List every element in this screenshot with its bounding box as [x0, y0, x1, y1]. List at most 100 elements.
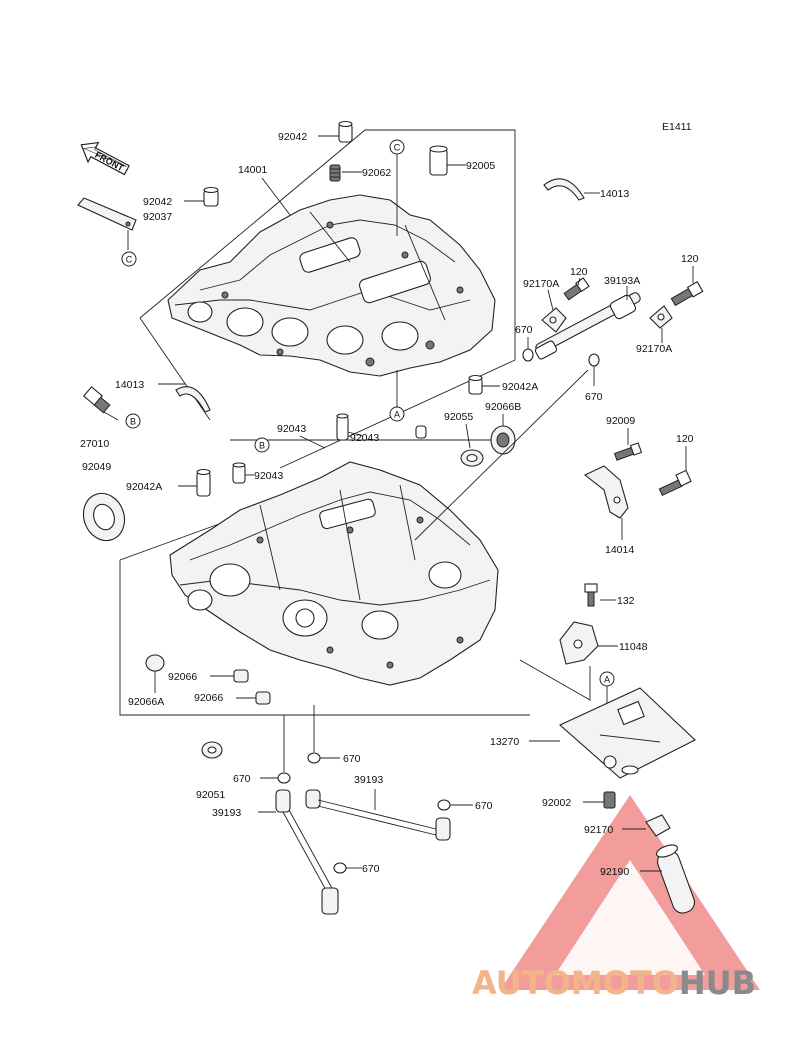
label-92062: 92062 [362, 167, 391, 179]
label-120-b: 120 [681, 253, 699, 265]
o-ring-670-e [437, 799, 451, 811]
label-92170: 92170 [584, 824, 613, 836]
label-27010: 27010 [80, 438, 109, 450]
stud-92009 [613, 442, 643, 461]
front-label: FRONT [93, 150, 126, 174]
label-92042-top: 92042 [278, 131, 307, 143]
strap-92037 [77, 197, 137, 231]
svg-text:A: A [394, 410, 400, 420]
label-92170a-b: 92170A [636, 343, 672, 355]
callout-b-lower: B [254, 437, 270, 453]
label-92190: 92190 [600, 866, 629, 878]
label-92043-b: 92043 [350, 432, 379, 444]
label-92037: 92037 [143, 211, 172, 223]
bracket-14014 [583, 465, 629, 519]
label-13270: 13270 [490, 736, 519, 748]
bolt-132 [584, 583, 598, 607]
label-14013-top: 14013 [600, 188, 629, 200]
label-670-a: 670 [515, 324, 533, 336]
oil-pipe-39193-a [305, 789, 451, 841]
label-670-c: 670 [343, 753, 361, 765]
callout-a-lower: A [599, 671, 615, 687]
label-92170a-a: 92170A [523, 278, 559, 290]
dowel-pin-92042-left [203, 186, 219, 207]
watermark-text: AUTOMOTOHUB [472, 964, 756, 1002]
o-ring-670-d [277, 772, 291, 784]
label-92055: 92055 [444, 411, 473, 423]
oil-pipe-39193a [534, 292, 641, 360]
label-670-b: 670 [585, 391, 603, 403]
label-14013-left: 14013 [115, 379, 144, 391]
automotohub-watermark [500, 795, 760, 990]
svg-text:C: C [394, 143, 401, 153]
pipe-92190 [655, 844, 696, 914]
lower-crankcase [169, 461, 499, 686]
upper-case-frame [139, 129, 516, 469]
o-ring-670-b [588, 353, 600, 367]
plug-92066a [145, 654, 165, 672]
plug-92066-a [233, 669, 249, 683]
svg-text:B: B [259, 441, 265, 451]
label-39193-b: 39193 [212, 807, 241, 819]
label-92066b: 92066B [485, 401, 521, 413]
svg-text:C: C [126, 255, 133, 265]
plug-92066b [490, 425, 516, 455]
lower-case-frame [119, 560, 530, 716]
o-ring-670-a [522, 348, 534, 362]
sensor-27010 [83, 386, 119, 421]
diagram-code: E1411 [662, 121, 692, 133]
label-14014: 14014 [605, 544, 634, 556]
cap-14013-top [543, 178, 585, 201]
stud-92062 [329, 164, 341, 182]
label-670-d: 670 [233, 773, 251, 785]
bolt-92002 [603, 791, 616, 809]
label-120-a: 120 [570, 266, 588, 278]
label-92009: 92009 [606, 415, 635, 427]
svg-text:B: B [130, 417, 136, 427]
callout-b-sensor: B [125, 413, 141, 429]
dowel-pin-92043-a [336, 413, 349, 441]
o-ring-670-c [307, 752, 321, 764]
clamp-92170 [645, 814, 671, 837]
label-11048: 11048 [619, 641, 648, 653]
dowel-pin-92043-small [415, 425, 427, 439]
upper-crankcase [167, 194, 496, 377]
label-92043-c: 92043 [254, 470, 283, 482]
dowel-pin-92042a-left [196, 468, 211, 497]
label-132: 132 [617, 595, 635, 607]
callout-c-left: C [121, 251, 137, 267]
front-arrow-icon: FRONT [80, 141, 130, 176]
dowel-pin-92042a-right [468, 374, 483, 395]
o-ring-670-f [333, 862, 347, 874]
callout-c-top: C [389, 139, 405, 155]
label-14001: 14001 [238, 164, 267, 176]
bolt-120-b [670, 281, 704, 307]
plug-92066-b [255, 691, 271, 705]
callout-a-mid: A [389, 406, 405, 422]
label-92049: 92049 [82, 461, 111, 473]
bolt-120-a [563, 277, 590, 301]
label-92051: 92051 [196, 789, 225, 801]
oil-pipe-39193-b [275, 789, 339, 915]
dowel-pin-92042-top [338, 120, 353, 143]
label-92042a-right: 92042A [502, 381, 538, 393]
label-670-f: 670 [362, 863, 380, 875]
label-92043-a: 92043 [277, 423, 306, 435]
oil-seal-92049 [82, 492, 126, 542]
label-92042a-left: 92042A [126, 481, 162, 493]
label-39193a: 39193A [604, 275, 640, 287]
label-92066-b: 92066 [194, 692, 223, 704]
label-92066a: 92066A [128, 696, 164, 708]
cap-14013-left [175, 386, 211, 413]
label-92005: 92005 [466, 160, 495, 172]
dowel-pin-92043-c [232, 462, 246, 484]
label-92066-a: 92066 [168, 671, 197, 683]
label-92002: 92002 [542, 797, 571, 809]
plate-13270 [559, 687, 696, 779]
bolt-120-c [658, 469, 692, 497]
svg-text:A: A [604, 675, 610, 685]
label-92042-left: 92042 [143, 196, 172, 208]
label-670-e: 670 [475, 800, 493, 812]
label-39193-a: 39193 [354, 774, 383, 786]
